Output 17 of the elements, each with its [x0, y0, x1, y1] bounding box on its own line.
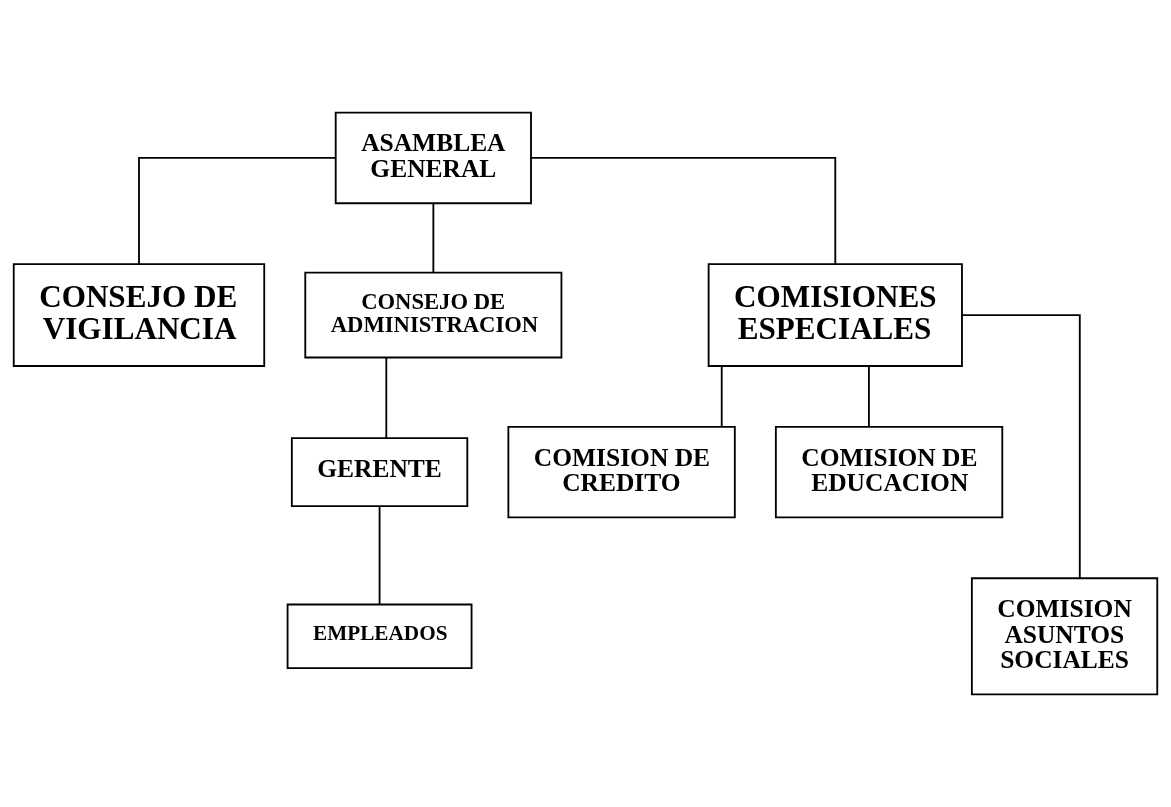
node-box: COMISIONES ESPECIALES	[707, 263, 963, 367]
node-box: EMPLEADOS	[286, 603, 473, 670]
node-box: COMISION DE CREDITO	[507, 425, 736, 519]
connector	[138, 157, 337, 265]
connector	[868, 365, 870, 428]
node-box: COMISION DE EDUCACION	[774, 425, 1004, 519]
node-box: CONSEJO DE VIGILANCIA	[12, 263, 266, 367]
node-box: COMISION ASUNTOS SOCIALES	[970, 577, 1159, 696]
connector	[385, 356, 388, 439]
connector	[720, 365, 723, 428]
connector	[530, 157, 837, 265]
node-box: ASAMBLEA GENERAL	[334, 111, 532, 205]
node-box: CONSEJO DE ADMINISTRACION	[304, 271, 563, 359]
connector	[961, 314, 1081, 580]
node-box: GERENTE	[290, 437, 469, 508]
connector	[378, 505, 381, 605]
connector	[432, 202, 435, 274]
